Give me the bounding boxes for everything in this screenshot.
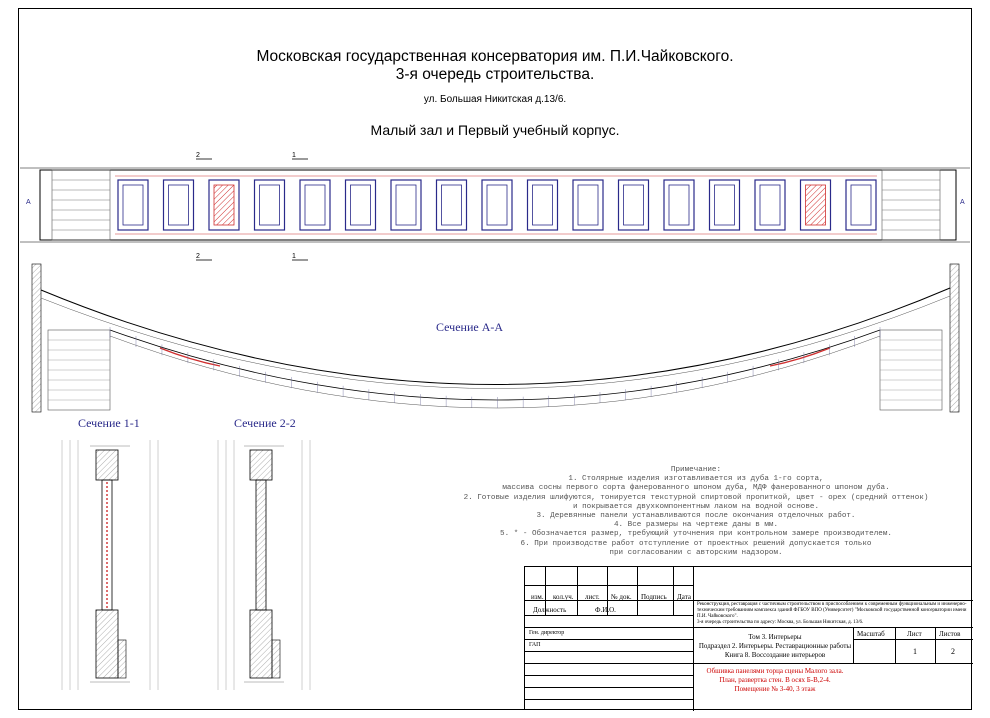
- tb-header: лист.: [585, 593, 600, 601]
- panel-inset: [259, 184, 280, 226]
- tb-project-desc: Реконструкция, реставрация с частичным с…: [697, 602, 967, 619]
- drawing-frame: [18, 8, 972, 710]
- title-line2: 3-я очередь строительства.: [395, 66, 595, 83]
- panel-inset: [122, 184, 144, 226]
- wall-panel: [663, 179, 695, 231]
- panel-inset: [168, 184, 189, 226]
- tb-listov-val: 2: [951, 647, 955, 656]
- tb-list: Лист: [907, 630, 922, 638]
- note-line: 1. Столярные изделия изготавливается из …: [568, 475, 824, 484]
- note-line: 3. Деревянные панели устанавливаются пос…: [536, 512, 856, 521]
- wall-panel: [299, 179, 331, 231]
- wall-panel: [481, 179, 513, 231]
- tb-dolzhnost: Должность: [533, 606, 567, 614]
- wall-panel: [435, 179, 468, 231]
- subtitle: Малый зал и Первый учебный корпус.: [370, 122, 620, 138]
- tb-header: изм.: [531, 593, 544, 601]
- panel-inset: [395, 184, 417, 226]
- note-line: 2. Готовые изделия шлифуются, тонируется…: [463, 493, 929, 502]
- hatched-panel-inset: [805, 184, 826, 226]
- panel-inset: [577, 184, 599, 226]
- wall-panel: [344, 179, 377, 231]
- panel-inset: [714, 184, 735, 226]
- tb-listov: Листов: [939, 630, 961, 638]
- tb-sheet2: План, развертка стен. В осях Б-В,2-4.: [719, 676, 831, 684]
- note-line: 6. При производстве работ отступление от…: [520, 539, 872, 548]
- note-line: массива сосны первого сорта фанерованног…: [502, 484, 890, 493]
- title-line1: Московская государственная консерватория…: [256, 48, 734, 65]
- tb-volume1: Том 3. Интерьеры: [748, 633, 802, 641]
- panel-inset: [532, 184, 553, 226]
- tb-volume3: Книга 8. Воссоздание интерьеров: [724, 651, 826, 659]
- section-1-1-drawing: [61, 440, 159, 690]
- panel-inset: [441, 184, 462, 226]
- wall-panel: [162, 179, 195, 231]
- panel-inset: [668, 184, 690, 226]
- tb-list-val: 1: [913, 647, 917, 656]
- tb-sheet1: Обшивка панелями торца сцены Малого зала…: [706, 667, 844, 675]
- tb-role1: Ген. директор: [529, 630, 565, 636]
- wall-panel: [117, 179, 149, 231]
- wall-panel: [572, 179, 604, 231]
- notes-block: Примечание: 1. Столярные изделия изготав…: [432, 466, 960, 558]
- section-aa-drawing: [31, 263, 960, 413]
- section-aa-label: Сечение А-А: [436, 320, 504, 334]
- wall-panel: [617, 179, 650, 231]
- cut-1-top: 1: [292, 152, 296, 159]
- cut-2-bottom: 2: [196, 253, 200, 260]
- wall-panel: [253, 179, 286, 231]
- tb-header: Дата: [677, 593, 691, 601]
- panel-inset: [759, 184, 781, 226]
- hatched-panel-inset: [213, 184, 235, 226]
- tb-fio: Ф.И.О.: [595, 606, 616, 614]
- panel-inset: [486, 184, 508, 226]
- elevation-plan: [20, 167, 970, 243]
- section-2-2-label: Сечение 2-2: [234, 416, 296, 430]
- tb-volume2: Подраздел 2. Интерьеры. Реставрационные …: [698, 642, 852, 650]
- wall-panel: [708, 179, 741, 231]
- tb-masshtab: Масштаб: [857, 630, 885, 638]
- wall-panel: [799, 179, 832, 231]
- panel-inset: [350, 184, 371, 226]
- section-2-2-drawing: [217, 440, 311, 690]
- tb-sheet3: Помещение № 3-40, 3 этаж: [734, 685, 816, 693]
- wall-panel: [390, 179, 422, 231]
- address: ул. Большая Никитская д.13/6.: [423, 94, 567, 105]
- tb-header: Подпись: [641, 593, 667, 601]
- title-block: изм. кол.уч. лист. № док. Подпись Дата Д…: [524, 566, 973, 711]
- panel-inset: [850, 184, 872, 226]
- panel-inset: [623, 184, 644, 226]
- note-line: 5. * - Обозначается размер, требующий ут…: [500, 530, 892, 539]
- marker-a-right: А: [960, 199, 965, 206]
- wall-panel: [845, 179, 877, 231]
- note-line: и покрывается двухкомпонентным лаком на …: [572, 502, 820, 511]
- cut-2-top: 2: [196, 152, 200, 159]
- panel-inset: [304, 184, 326, 226]
- notes-heading: Примечание:: [670, 466, 722, 474]
- marker-a-left: А: [26, 199, 31, 206]
- tb-project-desc2: 3-я очередь строительства по адресу: Мос…: [697, 620, 864, 625]
- section-1-1-label: Сечение 1-1: [78, 416, 140, 430]
- wall-panel: [208, 179, 240, 231]
- wall-panel: [754, 179, 786, 231]
- note-line: при согласовании с авторским надзором.: [609, 548, 783, 557]
- cut-1-bottom: 1: [292, 253, 296, 260]
- tb-header: № док.: [611, 593, 632, 601]
- wall-panel: [526, 179, 559, 231]
- tb-role2: ГАП: [529, 642, 541, 648]
- note-line: 4. Все размеры на чертеже даны в мм.: [613, 521, 779, 530]
- tb-header: кол.уч.: [553, 593, 574, 601]
- cut-markers: А А 2 1 2 1: [26, 152, 965, 261]
